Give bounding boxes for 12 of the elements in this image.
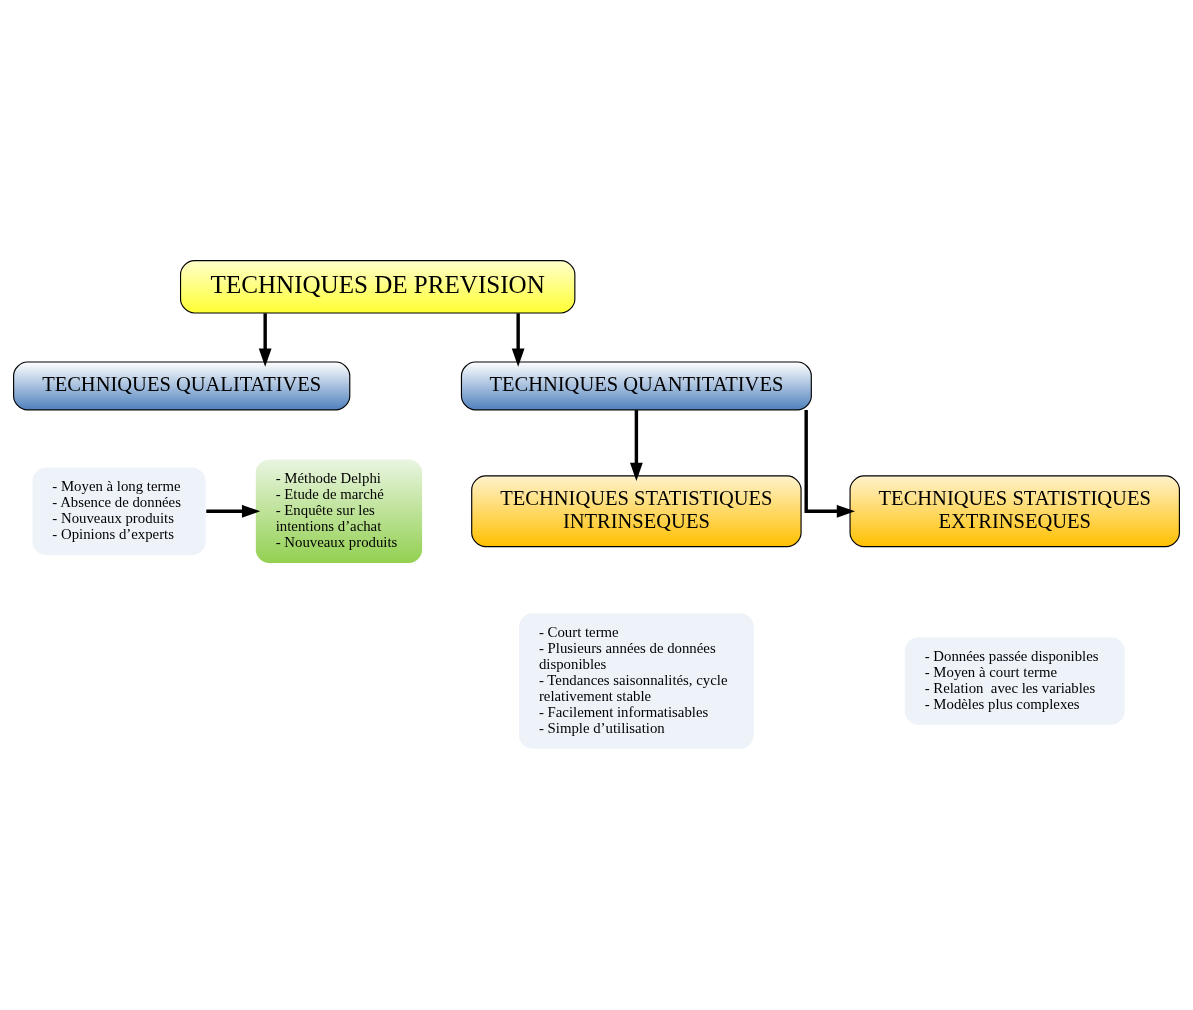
node-box: - Moyen à long terme - Absence de données - Nouveaux produits - Opinions d’experts: [31, 466, 207, 557]
node-box: TECHNIQUES DE PREVISION: [180, 260, 576, 314]
arrow: [258, 313, 272, 367]
arrow: [206, 504, 261, 518]
node-box: TECHNIQUES STATISTIQUES INTRINSEQUES: [471, 475, 802, 548]
node-box: - Méthode Delphi - Etude de marché - Enquête sur les intentions d’achat - Nouveaux produits: [254, 458, 424, 565]
node-box: TECHNIQUES STATISTIQUES EXTRINSEQUES: [849, 475, 1180, 548]
node-box: TECHNIQUES QUALITATIVES: [13, 361, 351, 411]
arrow: [804, 410, 856, 518]
node-box: TECHNIQUES QUANTITATIVES: [460, 361, 812, 411]
arrow: [630, 410, 643, 481]
arrow: [511, 313, 525, 367]
